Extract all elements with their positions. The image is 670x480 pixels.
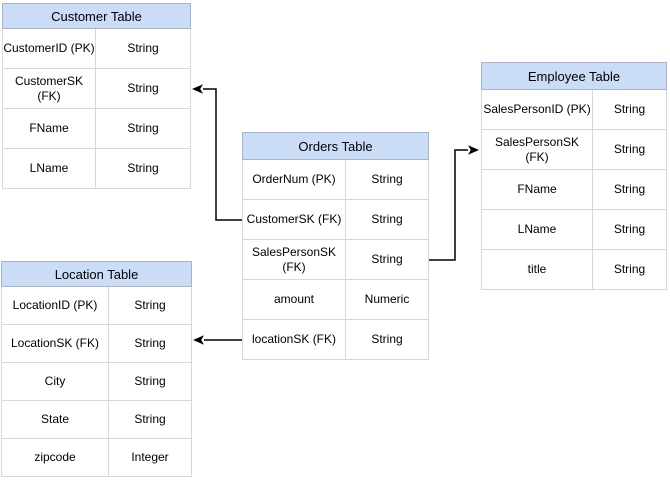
table-row: zipcode Integer [1, 439, 192, 477]
orders-table-title: Orders Table [242, 132, 429, 160]
field-type: String [371, 172, 403, 186]
field-type: String [127, 41, 159, 55]
arrowhead-right-icon [468, 145, 479, 155]
field-name: State [2, 401, 109, 438]
field-type: String [134, 298, 166, 312]
table-row: LocationID (PK) String [1, 287, 192, 325]
employee-table-title: Employee Table [481, 62, 667, 90]
field-type: String [134, 412, 166, 426]
table-row: LName String [2, 149, 191, 189]
arrowhead-left-icon [192, 84, 203, 94]
field-type: String [613, 142, 646, 156]
field-type: String [371, 252, 403, 266]
table-row: FName String [481, 170, 667, 210]
table-row: City String [1, 363, 192, 401]
field-name: OrderNum (PK) [243, 160, 346, 199]
field-name: SalesPersonSK (FK) [243, 240, 346, 279]
table-row: OrderNum (PK) String [242, 160, 429, 200]
field-name: LName [482, 210, 593, 249]
arrowhead-left-icon [193, 335, 204, 345]
table-row: locationSK (FK) String [242, 320, 429, 360]
field-name: CustomerSK (FK) [243, 200, 346, 239]
table-row: SalesPersonSK (FK) String [242, 240, 429, 280]
field-type: String [127, 81, 159, 95]
table-row: SalesPersonSK (FK) String [481, 130, 667, 170]
location-table-title: Location Table [1, 261, 192, 287]
field-name: LName [3, 149, 96, 188]
table-row: FName String [2, 109, 191, 149]
field-name: LocationID (PK) [2, 287, 109, 324]
field-type: String [134, 336, 166, 350]
table-row: title String [481, 250, 667, 290]
table-row: LName String [481, 210, 667, 250]
orders-table[interactable]: Orders Table OrderNum (PK) String Custom… [242, 132, 429, 360]
field-name: SalesPersonID (PK) [482, 90, 593, 129]
field-type: String [613, 222, 646, 236]
field-name: City [2, 363, 109, 400]
table-row: CustomerSK (FK) String [242, 200, 429, 240]
employee-table[interactable]: Employee Table SalesPersonID (PK) String… [481, 62, 667, 290]
field-type: String [613, 102, 646, 116]
field-type: String [613, 262, 646, 276]
field-name: FName [482, 170, 593, 209]
field-name: zipcode [2, 439, 109, 476]
field-type: Integer [131, 450, 169, 464]
table-row: LocationSK (FK) String [1, 325, 192, 363]
field-type: String [127, 121, 159, 135]
connector-orders-to-employee [429, 145, 479, 261]
field-name: LocationSK (FK) [2, 325, 109, 362]
field-name: CustomerID (PK) [3, 29, 96, 68]
field-type: String [371, 212, 403, 226]
customer-table-title: Customer Table [2, 3, 191, 29]
connector-orders-to-location [193, 335, 242, 345]
field-type: String [613, 182, 646, 196]
field-name: amount [243, 280, 346, 319]
field-type: String [134, 374, 166, 388]
field-name: title [482, 250, 593, 289]
field-type: String [127, 161, 159, 175]
table-row: SalesPersonID (PK) String [481, 90, 667, 130]
field-type: String [371, 332, 403, 346]
field-name: FName [3, 109, 96, 148]
table-row: CustomerSK (FK) String [2, 69, 191, 109]
connector-orders-to-customer [192, 84, 242, 221]
field-name: CustomerSK (FK) [3, 69, 96, 108]
location-table[interactable]: Location Table LocationID (PK) String Lo… [1, 261, 192, 477]
customer-table[interactable]: Customer Table CustomerID (PK) String Cu… [2, 3, 191, 189]
table-row: CustomerID (PK) String [2, 29, 191, 69]
field-type: Numeric [364, 292, 410, 306]
field-name: locationSK (FK) [243, 320, 346, 359]
table-row: amount Numeric [242, 280, 429, 320]
table-row: State String [1, 401, 192, 439]
field-name: SalesPersonSK (FK) [482, 130, 593, 169]
